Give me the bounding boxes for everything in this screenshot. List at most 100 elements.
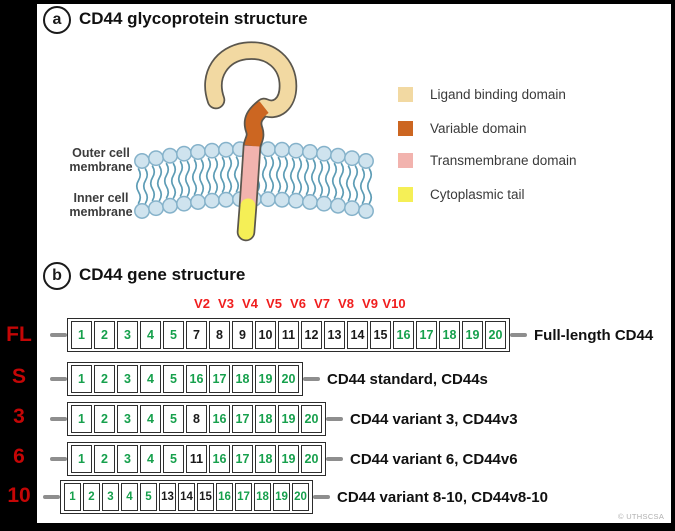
exon-cell: 1 [71, 445, 92, 473]
membrane-head [176, 195, 192, 212]
membrane-head [316, 145, 332, 162]
variant-axis-label: V6 [290, 296, 306, 311]
membrane-head [190, 194, 206, 210]
membrane-head [176, 145, 192, 162]
membrane-head [204, 142, 220, 159]
exon-cell: 3 [117, 405, 138, 433]
membrane-head [344, 150, 360, 167]
exon-cell: 16 [186, 365, 207, 393]
panel-a-badge: a [43, 6, 71, 34]
exon-cell: 1 [71, 321, 92, 349]
lipid-tail [156, 165, 163, 202]
row-connector-right [303, 376, 320, 382]
exon-cell: 5 [163, 445, 184, 473]
lipid-tail [317, 160, 324, 197]
row-right-label: CD44 variant 3, CD44v3 [350, 410, 518, 428]
exon-cell: 20 [301, 445, 322, 473]
exon-cell: 15 [370, 321, 391, 349]
exon-cell: 19 [255, 365, 276, 393]
lipid-tail [198, 159, 205, 196]
row-right-label: CD44 standard, CD44s [327, 370, 488, 388]
membrane-head [148, 150, 164, 167]
membrane-head [288, 192, 304, 209]
membrane-head [302, 194, 318, 210]
exon-cell: 5 [163, 365, 184, 393]
exon-cell: 4 [140, 365, 161, 393]
membrane-head [274, 191, 290, 208]
legend-item: Cytoplasmic tail [398, 186, 525, 202]
lipid-tail [205, 157, 212, 194]
exon-cell: 13 [159, 483, 176, 511]
row-connector-left [50, 332, 67, 338]
glycoprotein-diagram [134, 41, 374, 242]
exon-cell: 17 [232, 445, 253, 473]
exon-cell: 2 [83, 483, 100, 511]
lipid-tail [359, 168, 366, 205]
lipid-tail [233, 156, 240, 193]
row-right-label: Full-length CD44 [534, 326, 654, 344]
row-right-label: CD44 variant 6, CD44v6 [350, 450, 518, 468]
exon-cell: 12 [301, 321, 322, 349]
exon-cell: 8 [209, 321, 230, 349]
membrane-head [274, 141, 290, 158]
exon-cell: 16 [209, 445, 230, 473]
row-connector-right [510, 332, 527, 338]
exon-cell: 17 [232, 405, 253, 433]
variant-axis-label: V4 [242, 296, 258, 311]
lipid-tail [212, 157, 219, 194]
membrane-head [344, 200, 360, 217]
membrane-head [218, 191, 234, 208]
row-left-label: 6 [13, 445, 25, 468]
row-left-label: S [11, 365, 26, 388]
cytoplasmic-tail-icon [238, 198, 256, 240]
row-connector-left [50, 376, 67, 382]
lipid-tail [191, 159, 198, 196]
lipid-tail [366, 168, 373, 205]
exon-cell: 2 [94, 405, 115, 433]
variable-domain-icon [244, 101, 269, 148]
exon-cell: 2 [94, 445, 115, 473]
lipid-tail [324, 160, 331, 197]
membrane-head [218, 141, 234, 158]
legend-swatch-icon [398, 120, 413, 136]
exon-cell: 19 [278, 405, 299, 433]
membrane-head [358, 203, 374, 219]
exon-cell: 18 [255, 445, 276, 473]
membrane-head [260, 141, 276, 158]
legend-item: Transmembrane domain [398, 152, 577, 168]
inner-cell-membrane-label: Inner cell membrane [69, 191, 133, 220]
exon-cell: 4 [140, 321, 161, 349]
membrane-head [302, 144, 318, 160]
membrane-head [148, 200, 164, 217]
panel-b-title: CD44 gene structure [79, 265, 246, 284]
membrane-head [260, 191, 276, 208]
exon-cell: 3 [102, 483, 119, 511]
exon-cell: 18 [254, 483, 271, 511]
legend-label: Ligand binding domain [430, 86, 566, 102]
lipid-tail [296, 157, 303, 194]
exon-cell: 4 [140, 405, 161, 433]
lipid-tail [177, 160, 184, 197]
exon-cell: 1 [71, 365, 92, 393]
membrane-head [330, 197, 346, 214]
variant-axis-label: V8 [338, 296, 354, 311]
exon-cell: 10 [255, 321, 276, 349]
exon-cell: 18 [255, 405, 276, 433]
exon-cell: 16 [393, 321, 414, 349]
exon-cell: 18 [232, 365, 253, 393]
lipid-tail [170, 162, 177, 199]
exon-cell: 3 [117, 445, 138, 473]
row-connector-left [50, 456, 67, 462]
figure-content: a CD44 glycoprotein structure Outer cell… [37, 4, 671, 523]
row-connector-left [43, 494, 60, 500]
exon-cell: 11 [278, 321, 299, 349]
row-connector-right [313, 494, 330, 500]
exon-cell: 14 [178, 483, 195, 511]
lipid-tail [289, 157, 296, 194]
